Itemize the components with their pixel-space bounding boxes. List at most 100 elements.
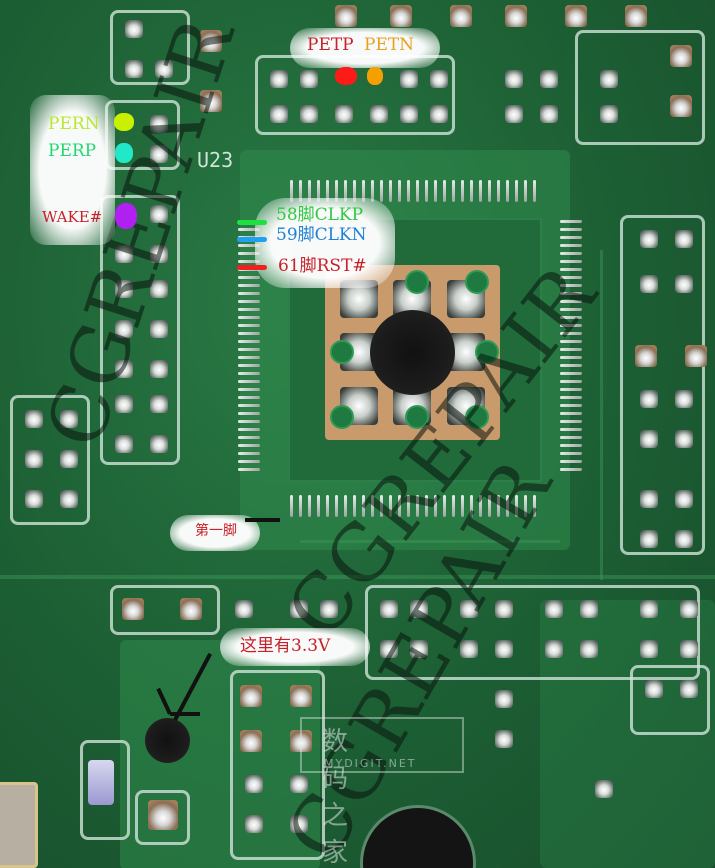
pad [300,70,318,88]
pad [640,530,658,548]
pad [675,430,693,448]
burn-hole [370,310,455,395]
site-watermark-cn: 数码之家 [322,727,353,868]
pad [290,730,312,752]
pad [625,5,647,27]
pad [125,60,143,78]
chip-ref-label: U23 [197,148,234,172]
label-pin59-clkn: 59脚CLKN [276,225,367,245]
pad [115,435,133,453]
pad [600,70,618,88]
bottom-pin-row [290,495,536,517]
pad [60,450,78,468]
marker-wake [115,203,137,229]
pad [400,105,418,123]
pad [290,815,308,833]
pad [125,20,143,38]
marker-petn [367,67,383,85]
trace [600,250,603,580]
smd-component [88,760,114,805]
pad [150,115,168,133]
pad [640,390,658,408]
marker-perp [115,143,133,163]
pad [675,390,693,408]
pad [460,640,478,658]
pad [495,640,513,658]
label-pern: PERN [48,114,100,134]
pad [150,245,168,263]
pad [680,680,698,698]
pad [270,70,288,88]
pad [410,600,428,618]
pad [645,680,663,698]
pad [640,640,658,658]
label-halo [30,95,115,245]
label-perp: PERP [48,141,97,161]
pad [150,145,168,163]
silkscreen-outline [100,195,180,465]
pad [640,430,658,448]
pad [400,70,418,88]
pad [60,490,78,508]
label-petp: PETP [307,35,354,55]
silkscreen-outline [365,585,700,680]
pad [150,280,168,298]
pad [670,45,692,67]
pad [150,395,168,413]
pad [540,70,558,88]
pad [675,490,693,508]
pad [150,435,168,453]
pad [640,490,658,508]
pad [600,105,618,123]
pad [335,5,357,27]
pad [675,230,693,248]
pad [155,60,173,78]
pad [460,600,478,618]
silkscreen-outline [10,395,90,525]
pad [25,490,43,508]
pad [505,105,523,123]
marker-rst [237,265,267,270]
label-wake: WAKE# [42,208,103,226]
pad [270,105,288,123]
pad [115,280,133,298]
marker-pern [114,113,134,131]
silkscreen-outline [620,215,705,555]
pad [180,598,202,620]
silkscreen-outline [630,665,710,735]
pad [290,600,308,618]
trace [300,540,560,543]
test-point-3v3 [145,718,190,763]
pad [150,205,168,223]
pad [335,105,353,123]
exposed-thermal-pad [325,265,500,440]
pad [635,345,657,367]
pad [680,640,698,658]
pad [670,95,692,117]
label-petn: PETN [364,35,415,55]
pad [370,105,388,123]
left-pin-column [238,220,260,471]
pad [430,70,448,88]
pad [245,775,263,793]
pad [122,598,144,620]
pad [680,600,698,618]
silkscreen-outline [575,30,705,145]
mounting-hole [360,805,476,868]
pad [380,600,398,618]
pad [390,5,412,27]
pad [540,105,558,123]
pad [675,275,693,293]
silkscreen-outline [110,585,220,635]
pad [495,730,513,748]
pad [115,360,133,378]
marker-clkp [237,220,267,225]
pad [685,345,707,367]
pad [545,640,563,658]
pad [300,105,318,123]
crystal-oscillator [0,782,38,868]
pad [640,230,658,248]
pad [60,410,78,428]
pad [150,320,168,338]
